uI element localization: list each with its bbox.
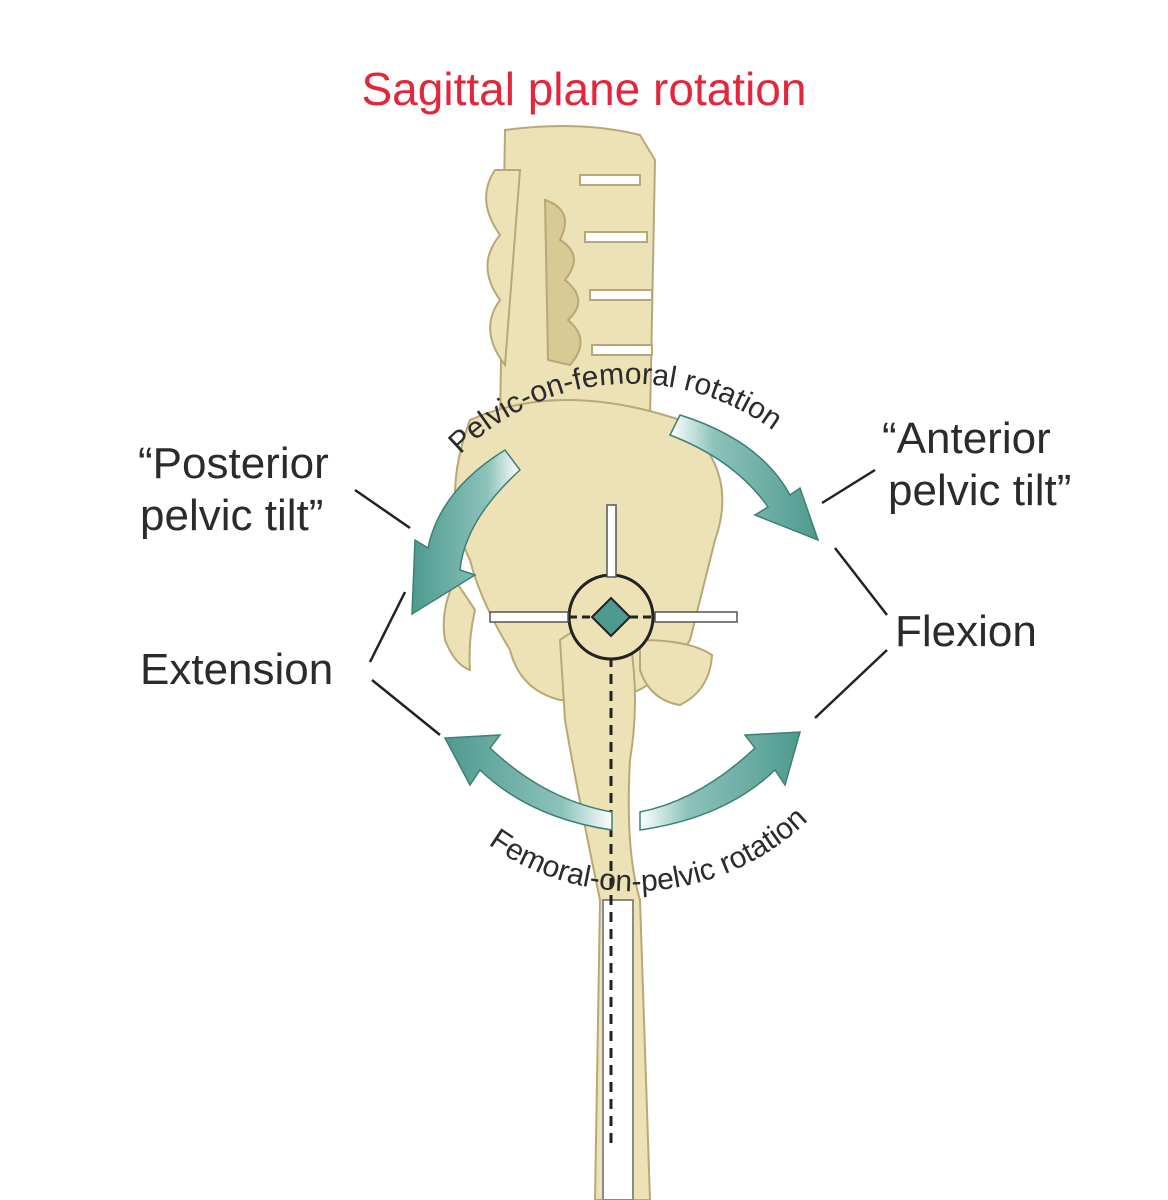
arrow-pelvic-anterior — [668, 414, 820, 542]
leader-flexion-bottom — [814, 649, 888, 719]
anterior-pelvic-tilt-label: “Anterior pelvic tilt” — [882, 413, 1071, 517]
lumbar-spine — [485, 125, 657, 421]
femur — [558, 624, 652, 1200]
posterior-tilt-line1: “Posterior — [138, 439, 329, 488]
anterior-tilt-line1: “Anterior — [882, 414, 1051, 463]
leader-posterior-tilt — [354, 488, 411, 530]
hip-joint-crosshair — [489, 504, 738, 661]
leader-flexion-top — [834, 547, 888, 616]
arrow-femoral-extension — [443, 734, 613, 831]
flexion-label: Flexion — [895, 607, 1037, 656]
anterior-tilt-line2: pelvic tilt” — [888, 466, 1072, 515]
arrow-femoral-flexion — [639, 731, 802, 831]
leader-extension-bottom — [371, 679, 441, 736]
pelvis — [442, 399, 724, 707]
diagram-title: Sagittal plane rotation — [361, 63, 807, 115]
extension-label: Extension — [140, 645, 334, 694]
leader-extension-top — [368, 591, 407, 663]
leader-lines — [354, 468, 888, 736]
arrow-pelvic-posterior — [411, 449, 522, 616]
posterior-tilt-line2: pelvic tilt” — [140, 491, 324, 540]
leader-anterior-tilt — [821, 468, 876, 505]
posterior-pelvic-tilt-label: “Posterior pelvic tilt” — [138, 438, 329, 542]
